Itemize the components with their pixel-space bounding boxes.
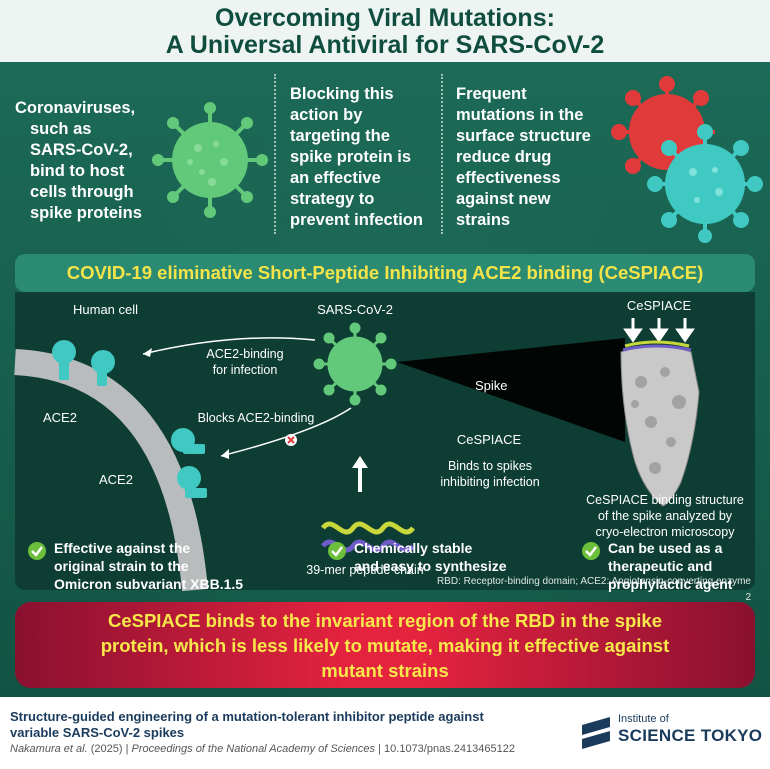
logo-line1: Institute of <box>618 713 669 725</box>
cespiace-mid-label: CeSPIACE <box>456 432 522 447</box>
binding-arrows <box>142 318 700 553</box>
blocks-ace2-label: Blocks ACE2-binding <box>197 411 315 425</box>
cespiace-banner: COVID-19 eliminative Short-Peptide Inhib… <box>15 254 755 292</box>
divider-1 <box>274 74 276 234</box>
ace2-binding-label: ACE2-binding for infection <box>206 347 284 377</box>
benefit-3: Can be used as a therapeutic and prophyl… <box>608 540 733 592</box>
peptide-chain-label: 39-mer peptide chain <box>306 563 424 577</box>
footer: Structure-guided engineering of a mutati… <box>0 697 770 769</box>
paper-title: Structure-guided engineering of a mutati… <box>10 709 484 740</box>
science-tokyo-logo-icon <box>582 717 610 749</box>
green-virus-icon <box>152 102 268 218</box>
conclusion-banner: CeSPIACE binds to the invariant region o… <box>15 602 755 688</box>
citation: Nakamura et al. (2025) | Proceedings of … <box>10 743 515 755</box>
spike-label: Spike <box>475 378 508 393</box>
conclusion-line1: CeSPIACE binds to the invariant region o… <box>107 610 663 631</box>
check-icon <box>28 542 46 560</box>
conclusion-line3: mutant strains <box>321 660 449 681</box>
mechanism-diagram: Human cell ACE2 ACE2 SARS-CoV-2 <box>14 292 755 603</box>
page-title-line1: Overcoming Viral Mutations: <box>215 4 555 32</box>
human-cell-label: Human cell <box>73 302 139 317</box>
benefit-1: Effective against the original strain to… <box>54 540 244 592</box>
logo-line2: SCIENCE TOKYO <box>618 726 763 745</box>
intro-col1: Coronaviruses, such as SARS-CoV-2, bind … <box>15 99 142 222</box>
binding-structure-caption: CeSPIACE binding structure of the spike … <box>586 493 744 539</box>
main-panel: Coronaviruses, such as SARS-CoV-2, bind … <box>0 62 770 697</box>
conclusion-line2: protein, which is less likely to mutate,… <box>100 635 670 656</box>
abbreviation-footnote: RBD: Receptor-binding domain; ACE2: Angi… <box>436 576 751 603</box>
sars-cov-2-label: SARS-CoV-2 <box>317 302 393 317</box>
ace2-label-bottom: ACE2 <box>99 472 133 487</box>
page-title-line2: A Universal Antiviral for SARS-CoV-2 <box>165 31 605 59</box>
ace2-label-top: ACE2 <box>43 410 77 425</box>
benefit-2: Chemically stable and easy to synthesize <box>354 540 507 574</box>
intro-col3: Frequent mutations in the surface struct… <box>456 85 591 229</box>
cell-membrane <box>14 340 208 592</box>
intro-col2: Blocking this action by targeting the sp… <box>290 85 423 229</box>
mutated-virus-icon <box>611 76 763 243</box>
divider-2 <box>441 74 443 234</box>
binds-spikes-label: Binds to spikes inhibiting infection <box>440 459 540 489</box>
sars-cov-2-virus-icon <box>313 322 397 406</box>
check-icon <box>328 542 346 560</box>
check-icon <box>582 542 600 560</box>
title-band: Overcoming Viral Mutations: A Universal … <box>0 0 770 62</box>
cespiace-top-label: CeSPIACE <box>626 298 692 313</box>
